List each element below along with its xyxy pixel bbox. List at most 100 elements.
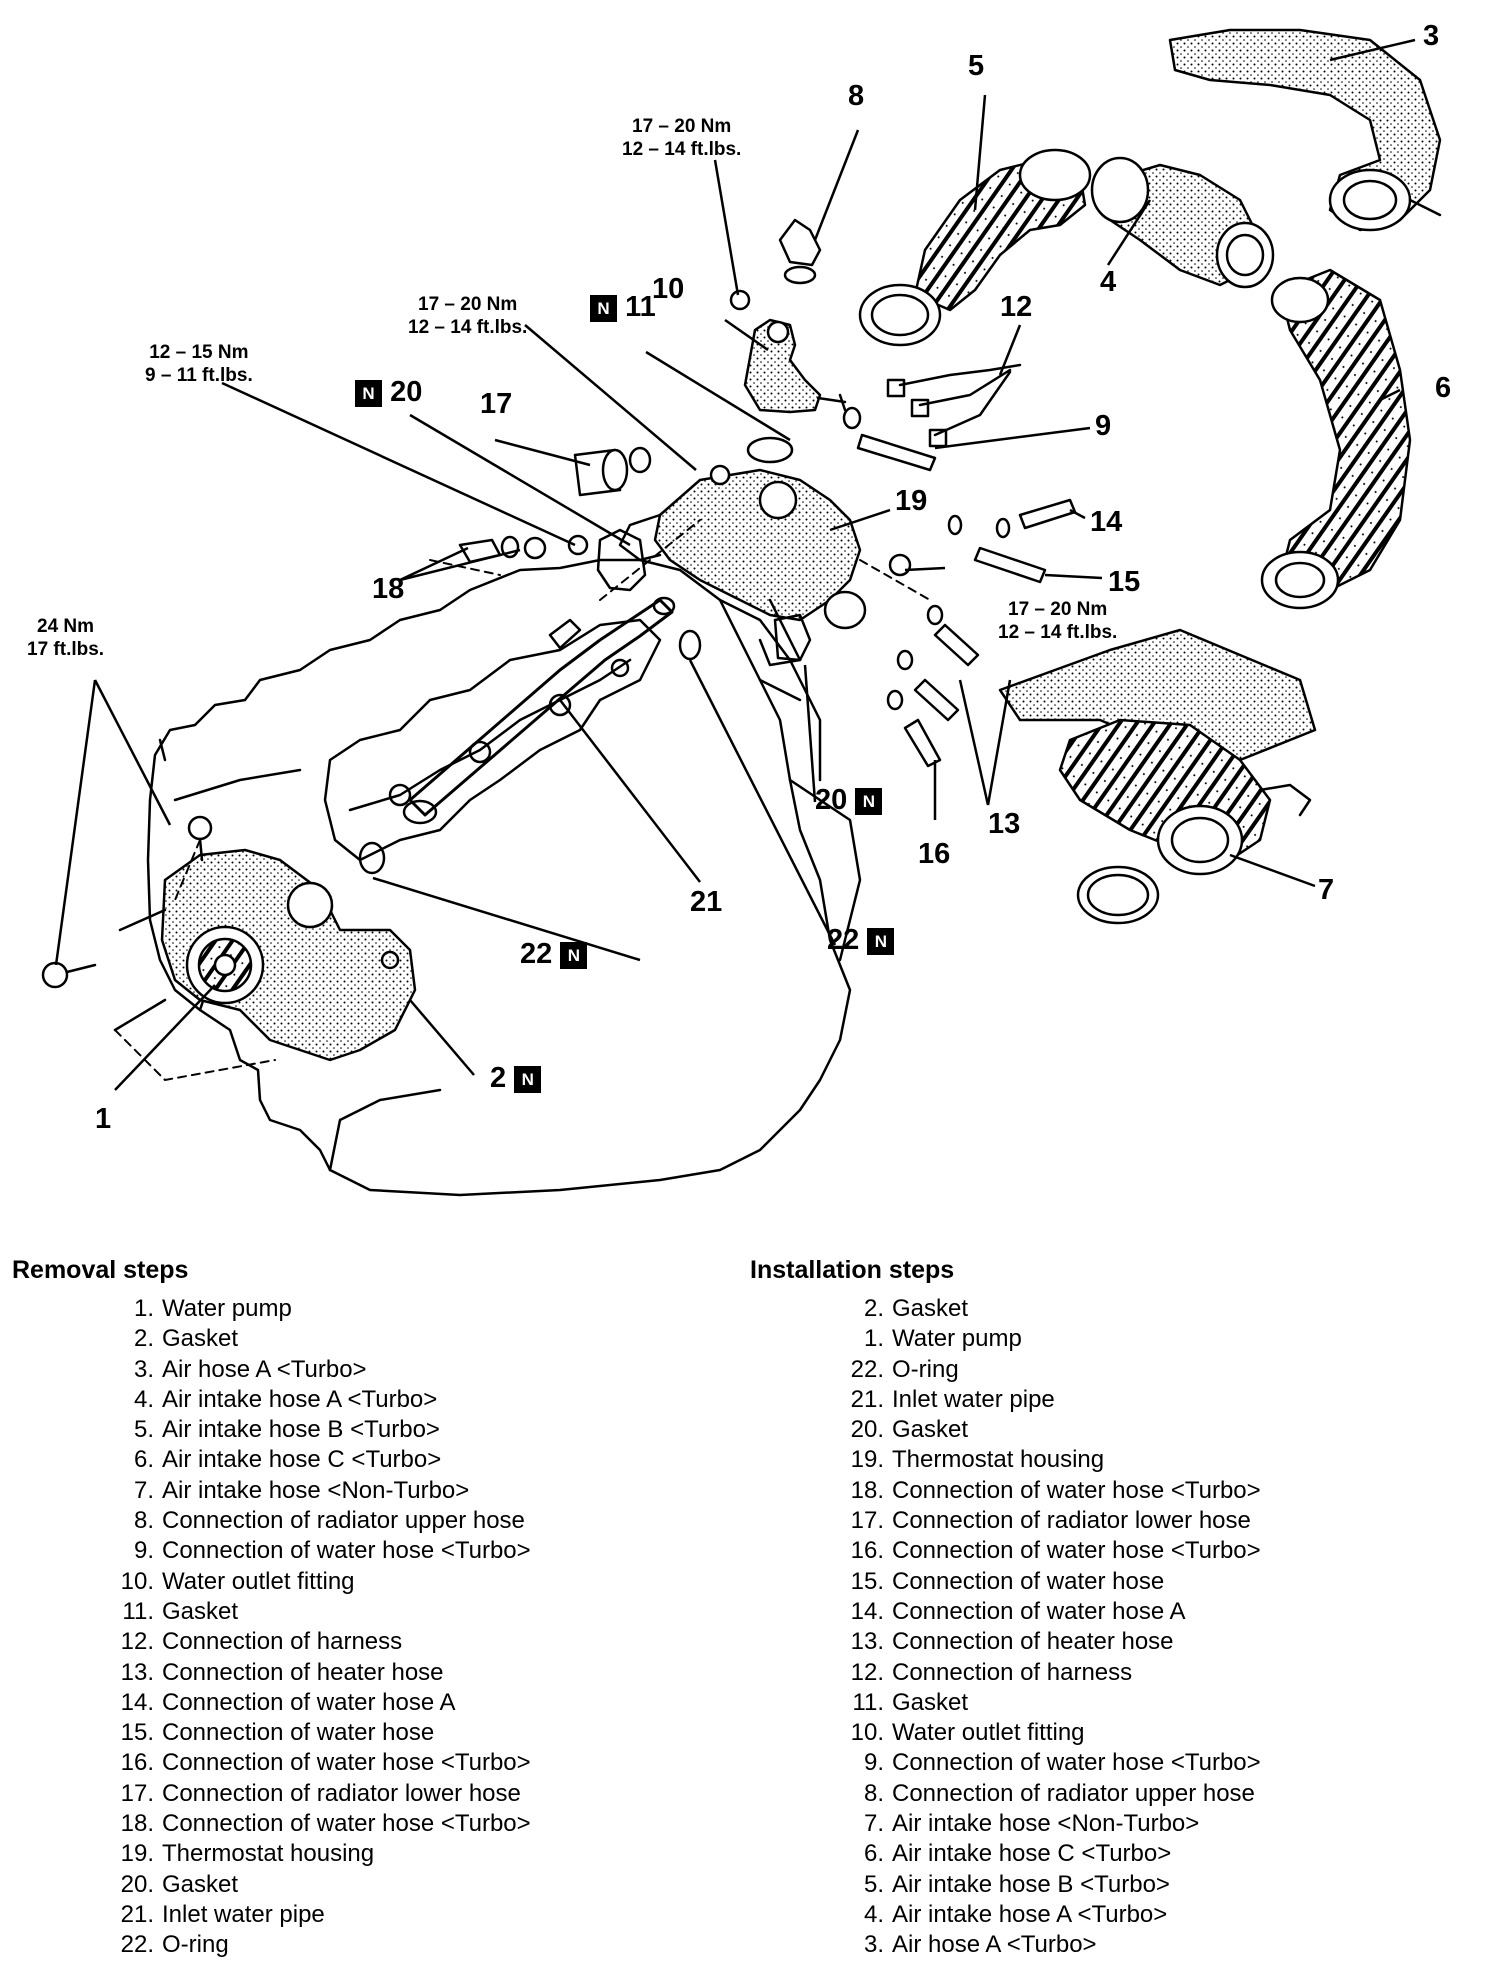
step-item: 11. Gasket: [118, 1597, 531, 1627]
step-item: 9. Connection of water hose <Turbo>: [848, 1748, 1261, 1778]
step-number: 21.: [120, 1900, 154, 1928]
removal-heading: Removal steps: [12, 1256, 189, 1284]
step-number: 19.: [120, 1840, 154, 1868]
step-number: 4.: [133, 1385, 154, 1413]
step-number: 22.: [850, 1355, 884, 1383]
o-ring-right: [678, 629, 702, 661]
callout-13: 13: [988, 808, 1021, 840]
step-item: 8.Connection of radiator upper hose: [118, 1506, 531, 1536]
step-text: Air intake hose B <Turbo>: [162, 1416, 440, 1444]
callout-20b-number: 20: [815, 784, 848, 816]
step-text: Gasket: [162, 1597, 239, 1625]
step-number: 16.: [120, 1749, 154, 1777]
step-number: 17.: [120, 1779, 154, 1807]
step-number: 13.: [120, 1658, 154, 1686]
step-item: 3.Air hose A <Turbo>: [118, 1355, 531, 1385]
torque-ftlb: 12 – 14 ft.lbs.: [622, 139, 742, 160]
radiator-lower-hose: [573, 448, 629, 497]
step-number: 16.: [850, 1537, 884, 1565]
step-item: 15.Connection of water hose: [848, 1567, 1261, 1597]
step-number: 8.: [863, 1779, 884, 1807]
step-item: 4.Air intake hose A <Turbo>: [118, 1385, 531, 1415]
callout-16: 16: [918, 838, 951, 870]
step-text: Air intake hose A <Turbo>: [892, 1900, 1168, 1928]
step-text: Inlet water pipe: [892, 1385, 1055, 1413]
step-number: 14.: [120, 1688, 154, 1716]
torque-ftlb: 12 – 14 ft.lbs.: [998, 622, 1118, 643]
air-intake-hose-a: [1090, 156, 1275, 289]
heater-hose-13a: [933, 623, 980, 667]
step-item: 18.Connection of water hose <Turbo>: [118, 1809, 531, 1839]
step-item: 20.Gasket: [118, 1870, 531, 1900]
step-text: Connection of radiator upper hose: [162, 1507, 525, 1535]
step-item: 1. Water pump: [118, 1294, 531, 1324]
step-text: Connection of water hose <Turbo>: [162, 1749, 531, 1777]
step-item: 3.Air hose A <Turbo>: [848, 1930, 1261, 1960]
step-text: Gasket: [892, 1688, 969, 1716]
water-hose-9: [856, 433, 937, 472]
step-text: Water pump: [162, 1295, 292, 1322]
step-number: 1.: [133, 1295, 154, 1322]
water-hose-18: [458, 538, 502, 564]
pipe-hose-fitting: [523, 536, 547, 560]
callout-22a-number: 22: [520, 938, 553, 970]
step-text: Connection of harness: [162, 1628, 403, 1656]
step-item: 16. Connection of water hose <Turbo>: [848, 1536, 1261, 1566]
step-item: 19.Thermostat housing: [118, 1839, 531, 1869]
step-number: 20.: [120, 1870, 154, 1898]
step-text: O-ring: [162, 1931, 229, 1959]
air-hose-a: [1168, 28, 1442, 232]
step-item: 14. Connection of water hose A: [848, 1597, 1261, 1627]
step-number: 11.: [122, 1597, 154, 1625]
step-item: 21.Inlet water pipe: [118, 1900, 531, 1930]
step-item: 16. Connection of water hose <Turbo>: [118, 1748, 531, 1778]
step-item: 13.Connection of heater hose: [848, 1627, 1261, 1657]
step-item: 2.Gasket: [118, 1324, 531, 1354]
water-outlet-fitting: [743, 318, 847, 414]
step-text: Connection of heater hose: [162, 1658, 444, 1686]
step-number: 10.: [850, 1719, 884, 1747]
step-text: Connection of water hose <Turbo>: [162, 1537, 531, 1565]
engine-block-outline: [146, 558, 862, 1197]
step-item: 17. Connection of radiator lower hose: [118, 1779, 531, 1809]
air-intake-hose-non-turbo: [998, 628, 1317, 925]
step-number: 14.: [850, 1597, 884, 1625]
callout-22-right: 22 N: [827, 926, 895, 955]
step-item: 19.Thermostat housing: [848, 1445, 1261, 1475]
step-number: 12.: [850, 1658, 884, 1686]
step-text: Water outlet fitting: [162, 1567, 355, 1595]
torque-nm: 17 – 20 Nm: [632, 116, 732, 137]
callout-20a-number: 20: [390, 376, 423, 408]
step-text: O-ring: [892, 1355, 959, 1383]
torque-spec-thermo-bolt: 17 – 20 Nm 12 – 14 ft.lbs.: [408, 293, 527, 339]
water-pump: [113, 848, 417, 1062]
water-hose-15: [973, 546, 1047, 584]
callout-6: 6: [1435, 372, 1452, 404]
step-text: Connection of water hose A: [892, 1597, 1186, 1625]
step-item: 17.Connection of radiator lower hose: [848, 1506, 1261, 1536]
step-text: Connection of water hose <Turbo>: [892, 1476, 1261, 1504]
step-text: Connection of water hose <Turbo>: [892, 1537, 1261, 1565]
step-text: Air hose A <Turbo>: [162, 1355, 367, 1383]
callout-9: 9: [1095, 410, 1112, 442]
step-text: Connection of radiator upper hose: [892, 1779, 1255, 1807]
callout-2: 2 N: [490, 1064, 542, 1093]
new-part-badge: N: [355, 379, 382, 407]
step-item: 11. Gasket: [848, 1688, 1261, 1718]
callout-5: 5: [968, 50, 985, 82]
step-number: 9.: [863, 1749, 884, 1777]
step-text: Connection of water hose <Turbo>: [892, 1749, 1261, 1777]
step-text: Gasket: [892, 1416, 969, 1444]
outlet-bolt: [729, 289, 751, 311]
step-text: Connection of radiator lower hose: [162, 1779, 521, 1807]
water-hose-16: [903, 718, 942, 768]
step-number: 15.: [120, 1719, 154, 1747]
callout-15: 15: [1108, 566, 1141, 598]
radiator-upper-hose: [778, 218, 822, 285]
step-number: 11.: [852, 1688, 884, 1716]
water-hose-14: [1018, 498, 1077, 530]
step-text: Connection of water hose <Turbo>: [162, 1810, 531, 1838]
step-number: 5.: [133, 1416, 154, 1444]
step-item: 10.Water outlet fitting: [118, 1567, 531, 1597]
step-item: 18.Connection of water hose <Turbo>: [848, 1476, 1261, 1506]
